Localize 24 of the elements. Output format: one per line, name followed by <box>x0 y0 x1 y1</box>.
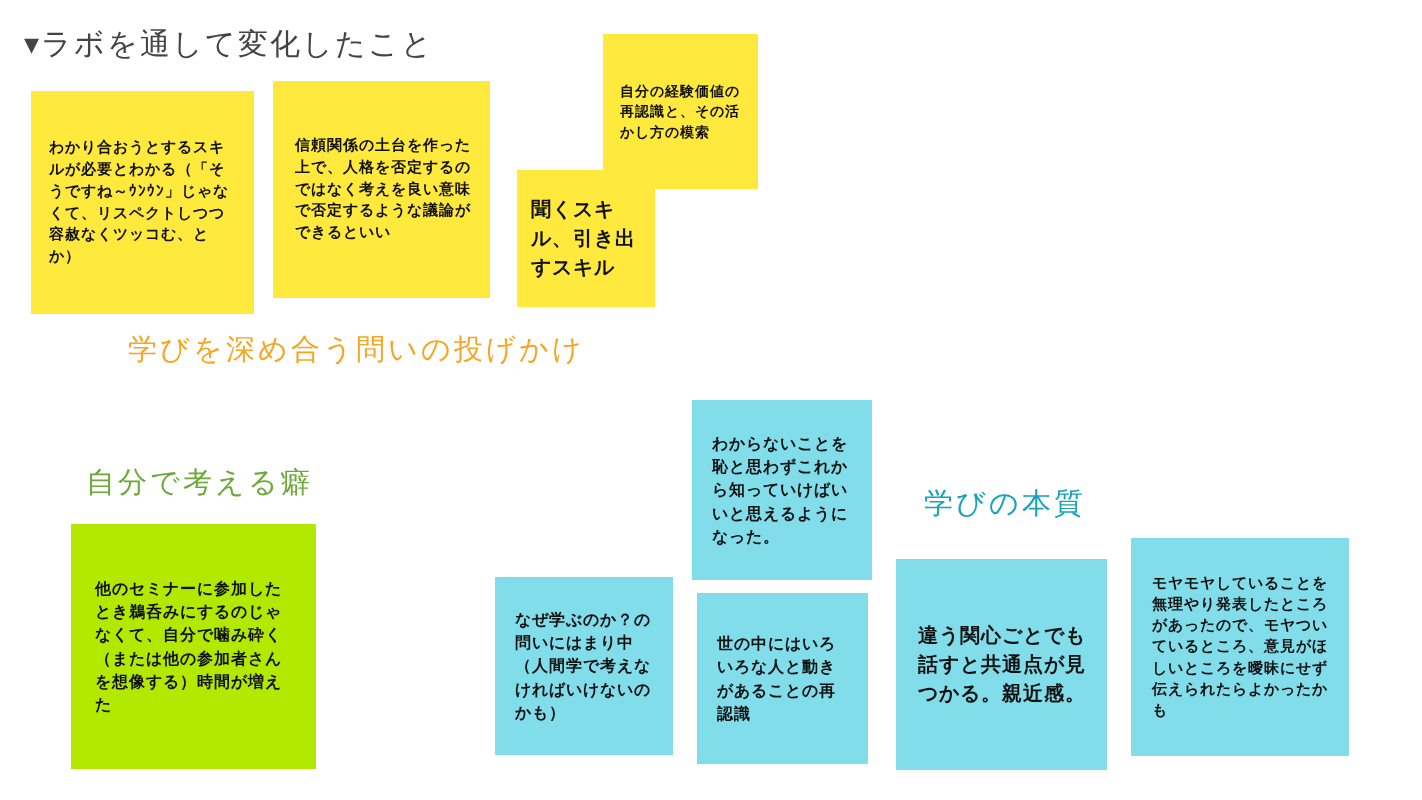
note-text: 違う関心ごとでも話すと共通点が見つかる。親近感。 <box>918 622 1087 707</box>
sticky-note <box>603 34 758 189</box>
note-text: 信頼関係の土台を作った上で、人格を否定するのではなく考えを良い意味で否定するような議論ができるといい <box>295 135 472 244</box>
sticky-note <box>273 81 490 298</box>
note-text: 自分の経験価値の再認識と、その活かし方の模索 <box>620 82 741 142</box>
note-text: モヤモヤしていることを無理やり発表したところがあったので、モヤついているところ、意見がほしいところを曖昧にせず伝えられたらよかったかも <box>1152 574 1329 720</box>
note-text: 聞くスキル、引き出すスキル <box>531 196 637 281</box>
sticky-note <box>71 524 316 769</box>
page-title: ▾ラボを通して変化したこと <box>24 25 435 63</box>
sticky-note <box>517 170 655 307</box>
category-heading: 学びの本質 <box>924 485 1086 522</box>
sticky-note <box>495 577 673 755</box>
sticky-note <box>31 91 254 314</box>
note-text: 世の中にはいろいろな人と動きがあることの再認識 <box>717 633 837 725</box>
category-heading: 学びを深め合う問いの投げかけ <box>128 331 585 368</box>
sticky-note <box>692 400 872 580</box>
sticky-note <box>1131 538 1349 756</box>
category-heading: 自分で考える癖 <box>86 464 313 501</box>
sticky-note <box>896 559 1107 770</box>
note-text: 他のセミナーに参加したとき鵜呑みにするのじゃなくて、自分で噛み砕く（または他の参加者さんを想像する）時間が増えた <box>95 577 283 716</box>
note-text: わかり合おうとするスキルが必要とわかる（「そうですね～ｳﾝｳﾝ」じゃなくて、リスペクトしつつ容赦なくツッコむ、とか） <box>49 137 230 267</box>
note-text: なぜ学ぶのか？の問いにはまり中（人間学で考えなければいけないのかも） <box>515 609 652 724</box>
note-text: わからないことを恥と思わずこれから知っていけばいいと思えるようになった。 <box>712 433 849 548</box>
sticky-note <box>697 593 868 764</box>
